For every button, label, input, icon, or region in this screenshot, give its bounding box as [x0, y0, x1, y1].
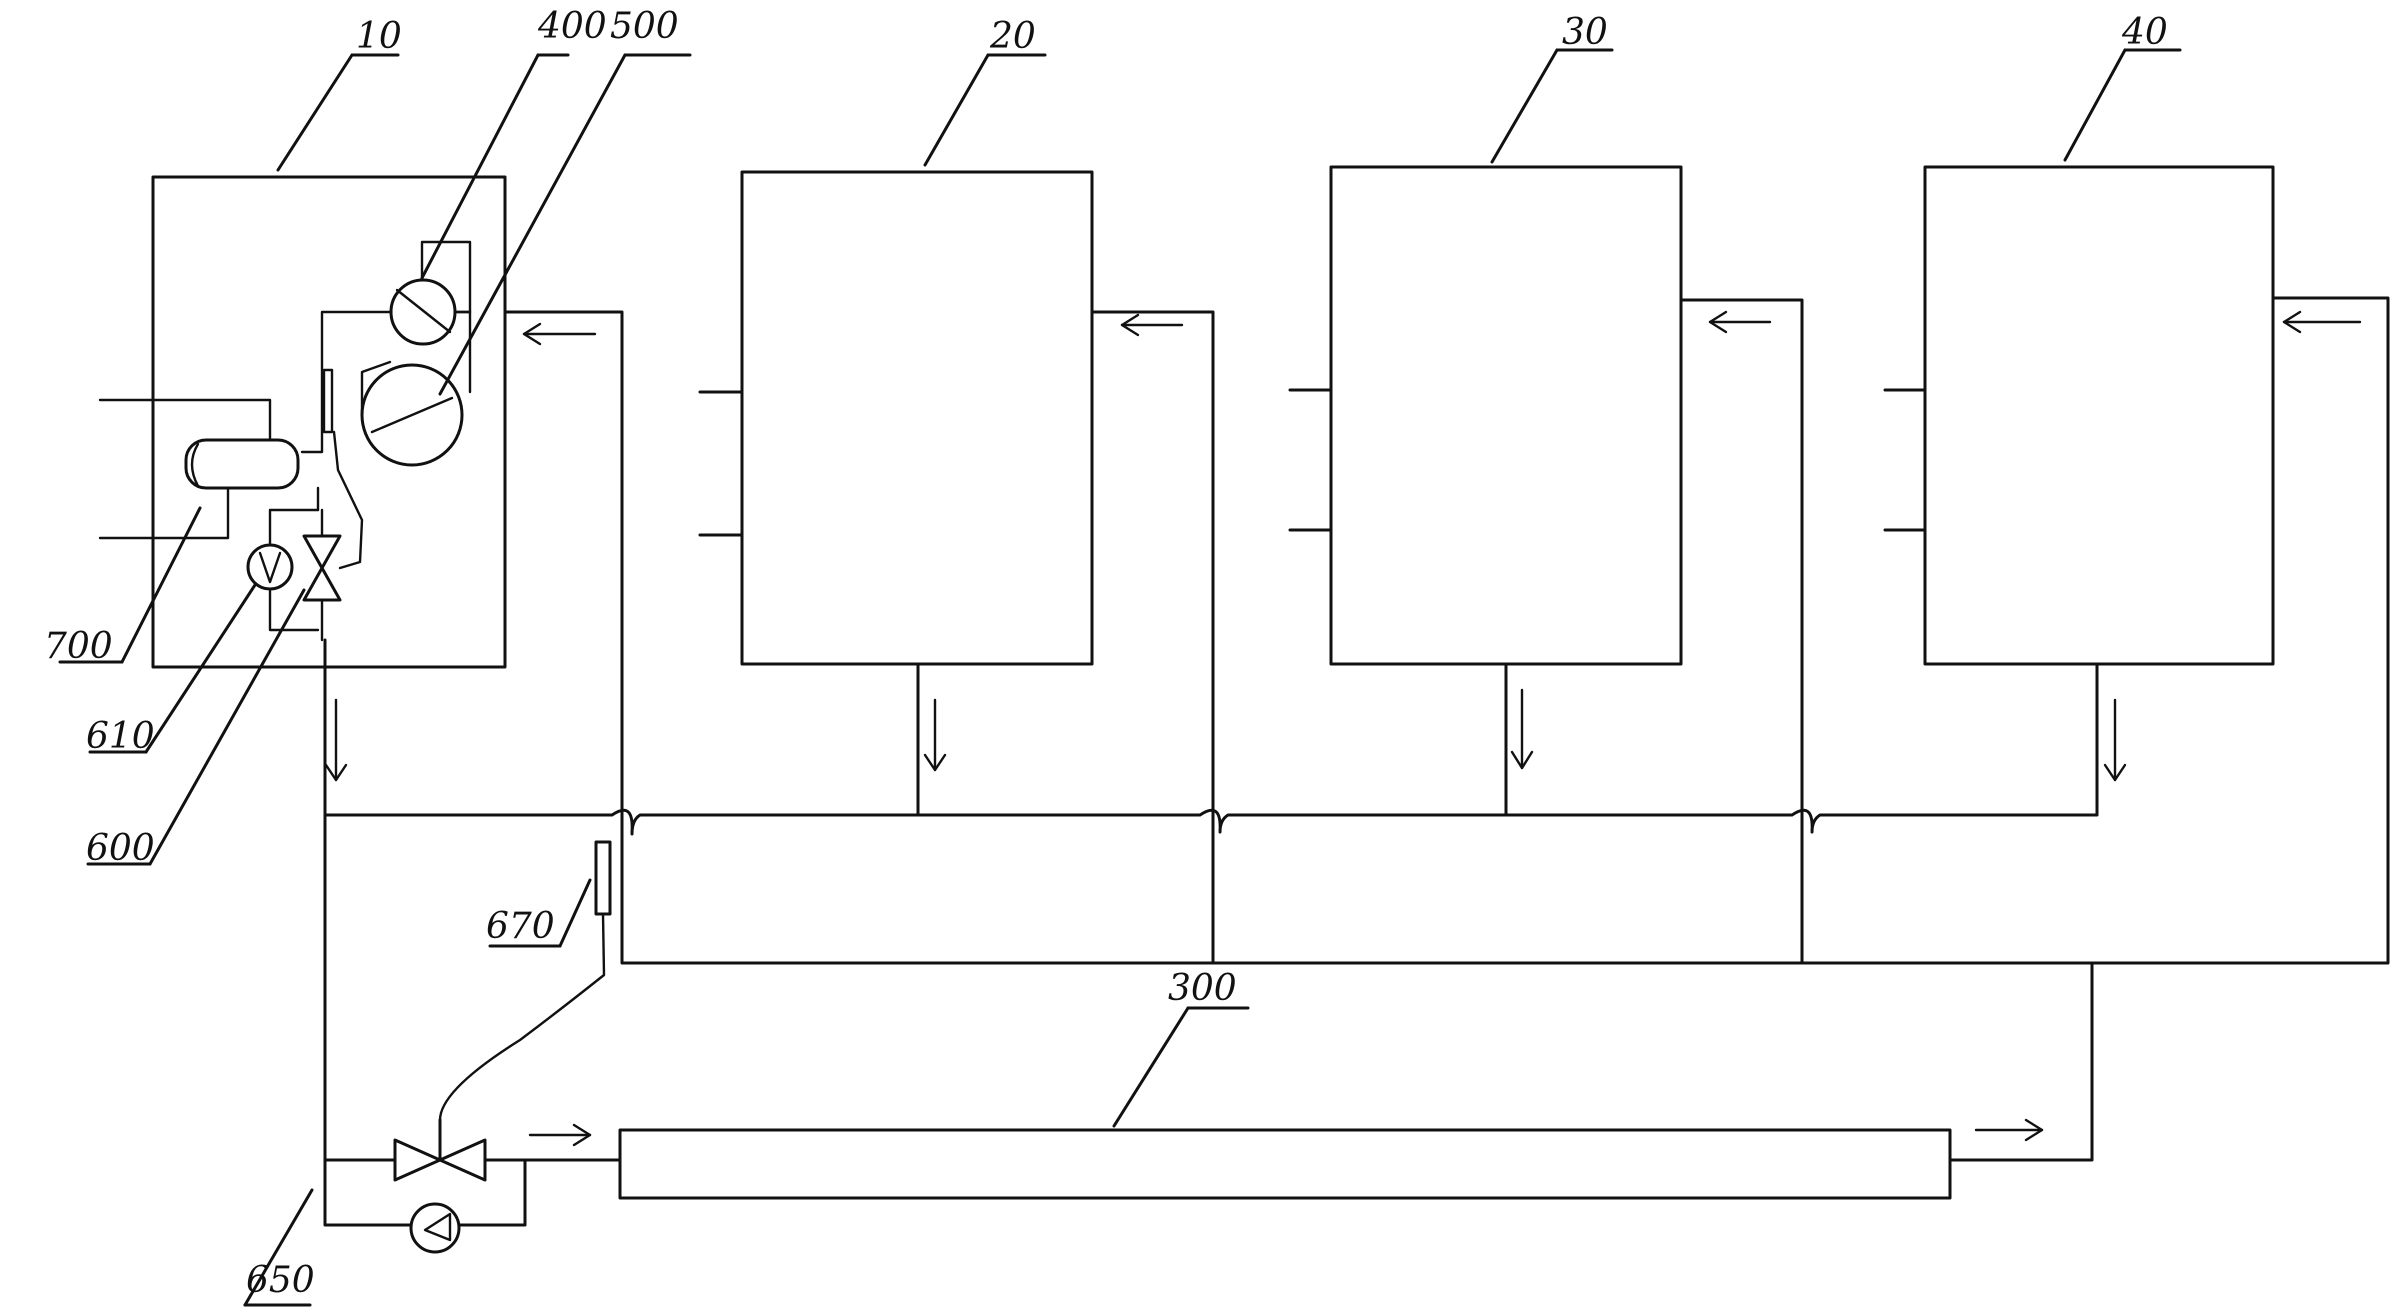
label-40: 40 — [2121, 12, 2168, 53]
valve-650-icon — [393, 1138, 487, 1182]
leader-10 — [276, 53, 354, 172]
receiver-700-icon — [98, 398, 300, 540]
label-30: 30 — [1562, 12, 1608, 53]
label-700: 700 — [44, 626, 113, 667]
leaders-top: 400 500 700 610 600 — [44, 6, 692, 869]
unit-40-box — [1923, 165, 2275, 666]
unit-30-box — [1329, 165, 1683, 666]
label-670: 670 — [486, 906, 555, 947]
return-pipe-10 — [503, 310, 624, 800]
exchanger-300-box — [618, 1128, 1952, 1200]
valve-assembly-650: 650 670 — [243, 840, 612, 1307]
unit-20-box — [740, 170, 1094, 666]
label-500: 500 — [610, 6, 679, 47]
heat-exchanger-300: 300 — [523, 968, 2044, 1200]
valve-600-icon — [302, 534, 342, 602]
pump-650-icon — [409, 1202, 461, 1254]
unit-40: 40 — [1883, 12, 2390, 964]
label-600: 600 — [86, 828, 155, 869]
unit-10: 10 — [98, 16, 507, 1176]
label-20: 20 — [989, 16, 1036, 57]
label-300: 300 — [1168, 968, 1237, 1009]
unit-30: 30 — [1288, 12, 1804, 962]
unit-10-box — [151, 175, 507, 669]
label-650: 650 — [246, 1260, 315, 1301]
label-10: 10 — [356, 16, 402, 57]
manifolds — [323, 698, 2390, 1162]
label-400: 400 — [537, 6, 607, 47]
unit-20: 20 — [698, 16, 1215, 962]
label-610: 610 — [86, 716, 155, 757]
sensor-670-icon — [594, 840, 612, 916]
sight-glass-icon — [322, 368, 334, 434]
